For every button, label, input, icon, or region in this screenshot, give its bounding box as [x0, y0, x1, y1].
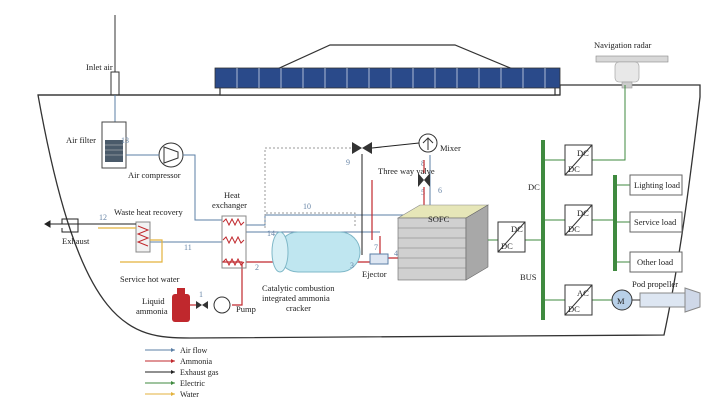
- stream-10: 10: [303, 202, 311, 211]
- dc-dc-converter-radar: DC DC: [564, 144, 593, 176]
- stream-4: 4: [394, 249, 398, 258]
- stream-7: 7: [374, 243, 378, 252]
- waste-heat-recovery-label: Waste heat recovery: [114, 207, 183, 217]
- air-filter-label: Air filter: [66, 135, 96, 145]
- lighting-load-box: Lighting load: [629, 174, 683, 196]
- liquid-ammonia-label: Liquid ammonia: [136, 296, 168, 316]
- radar-icon: [595, 55, 669, 89]
- heat-exchanger-icon: [221, 215, 247, 269]
- exhaust-lines: [44, 218, 136, 233]
- stream-5: 5: [421, 188, 425, 197]
- stream-13: 13: [121, 136, 129, 145]
- svg-text:DC: DC: [568, 164, 580, 174]
- dc-bus-bar: [541, 140, 545, 320]
- stream-11: 11: [184, 243, 192, 252]
- legend-item-ammonia: Ammonia: [145, 357, 212, 366]
- svg-text:DC: DC: [511, 224, 523, 234]
- stream-14: 14: [267, 229, 275, 238]
- svg-text:DC: DC: [577, 148, 589, 158]
- svg-text:DC: DC: [577, 208, 589, 218]
- svg-text:Lighting load: Lighting load: [634, 180, 681, 190]
- stream-6: 6: [438, 186, 442, 195]
- legend-item-water: Water: [145, 390, 199, 399]
- inlet-air-pipe: [110, 15, 120, 122]
- valve-icon: [352, 142, 372, 154]
- svg-text:DC: DC: [568, 304, 580, 314]
- svg-text:Other load: Other load: [637, 257, 674, 267]
- ac-dc-converter-propeller: AC DC: [564, 284, 593, 316]
- legend: Air flow Ammonia Exhaust gas Electric Wa…: [145, 346, 218, 399]
- sofc-stack: [396, 204, 490, 281]
- mixer-label: Mixer: [440, 143, 461, 153]
- mixer-icon: [418, 133, 438, 153]
- svg-text:M: M: [617, 296, 625, 306]
- svg-text:Water: Water: [180, 390, 199, 399]
- svg-text:DC: DC: [501, 241, 513, 251]
- waste-heat-recovery-icon: [135, 221, 151, 253]
- stream-12: 12: [99, 213, 107, 222]
- stream-1: 1: [199, 290, 203, 299]
- legend-item-electric: Electric: [145, 379, 205, 388]
- motor-icon: M: [611, 289, 633, 311]
- air-compressor-icon: [158, 142, 184, 168]
- stream-2: 2: [255, 263, 259, 272]
- water-lines: [98, 227, 163, 263]
- electric-lines: [488, 85, 630, 301]
- stream-9: 9: [346, 158, 350, 167]
- dc-bus-dc-label: DC: [528, 182, 540, 192]
- sofc-label: SOFC: [428, 214, 450, 224]
- cracker-label: Catalytic combustion integrated ammonia …: [262, 283, 337, 313]
- propeller-icon: [632, 287, 701, 313]
- stream-8: 8: [421, 159, 425, 168]
- svg-text:Exhaust gas: Exhaust gas: [180, 368, 218, 377]
- svg-text:Service load: Service load: [634, 217, 677, 227]
- load-bus-bar: [613, 175, 617, 271]
- svg-text:Ammonia: Ammonia: [180, 357, 212, 366]
- dotted-recirculation: [264, 147, 356, 228]
- svg-text:DC: DC: [568, 224, 580, 234]
- service-load-box: Service load: [629, 211, 683, 233]
- pod-propeller-label: Pod propeller: [632, 279, 678, 289]
- three-way-valve-icon: [418, 173, 430, 187]
- legend-item-exhaust: Exhaust gas: [145, 368, 218, 377]
- pump-label: Pump: [236, 304, 256, 314]
- inlet-air-label: Inlet air: [86, 62, 113, 72]
- air-filter-icon: [101, 121, 127, 169]
- dc-dc-converter-sofc: DC DC: [497, 221, 526, 253]
- air-compressor-label: Air compressor: [128, 170, 181, 180]
- cracker-icon: [271, 231, 361, 273]
- stream-3: 3: [350, 261, 354, 270]
- service-hot-water-label: Service hot water: [120, 274, 180, 284]
- superstructure: [214, 44, 561, 96]
- navigation-radar-label: Navigation radar: [594, 40, 652, 50]
- pump-icon: [196, 296, 231, 314]
- ejector-icon: [369, 253, 389, 265]
- legend-item-air: Air flow: [145, 346, 208, 355]
- other-load-box: Other load: [629, 251, 683, 273]
- dc-bus-bus-label: BUS: [520, 272, 537, 282]
- three-way-valve-label: Three way valve: [378, 166, 435, 176]
- ammonia-tank-icon: [172, 288, 190, 322]
- svg-text:Electric: Electric: [180, 379, 205, 388]
- ejector-label: Ejector: [362, 269, 387, 279]
- svg-text:Air flow: Air flow: [180, 346, 208, 355]
- svg-text:AC: AC: [577, 288, 589, 298]
- heat-exchanger-label: Heat exchanger: [212, 190, 247, 210]
- dc-dc-converter-loads: DC DC: [564, 204, 593, 236]
- exhaust-label: Exhaust: [62, 236, 90, 246]
